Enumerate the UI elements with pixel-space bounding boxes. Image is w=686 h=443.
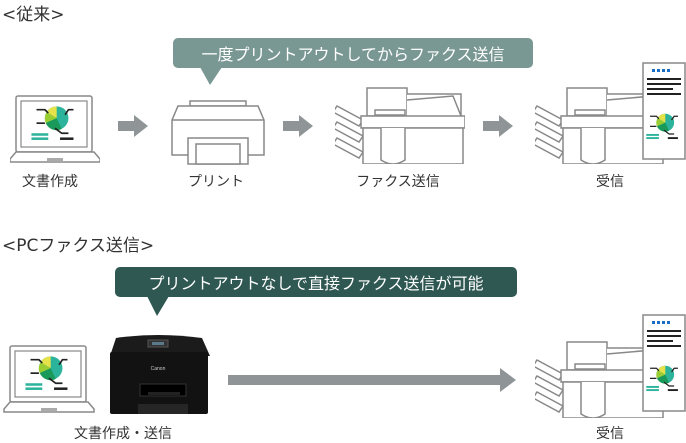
arrow-right-icon bbox=[483, 115, 513, 137]
laptop-icon bbox=[10, 95, 100, 163]
long-arrow-right-icon bbox=[228, 368, 516, 392]
step-label: ファクス送信 bbox=[356, 174, 440, 190]
received-document-icon bbox=[642, 62, 686, 160]
section-title-pc-fax: <PCファクス送信> bbox=[2, 236, 155, 256]
step-label: プリント bbox=[188, 174, 244, 190]
callout-tail bbox=[147, 296, 169, 316]
received-document-icon bbox=[642, 314, 686, 412]
step-label: 受信 bbox=[596, 426, 624, 442]
step-label: 文書作成 bbox=[22, 174, 78, 190]
callout-tail bbox=[200, 67, 222, 85]
step-label: 文書作成・送信 bbox=[74, 426, 172, 442]
section-title-traditional: <従来> bbox=[2, 5, 65, 25]
arrow-right-icon bbox=[283, 115, 313, 137]
inkjet-printer-icon: Canon bbox=[110, 335, 210, 414]
printer-brand-logo: Canon bbox=[151, 366, 166, 372]
printer-icon bbox=[171, 100, 265, 165]
arrow-right-icon bbox=[118, 115, 148, 137]
callout-bubble-pc-fax: プリントアウトなしで直接ファクス送信が可能 bbox=[115, 267, 517, 297]
callout-bubble-traditional: 一度プリントアウトしてからファクス送信 bbox=[173, 38, 533, 68]
step-label: 受信 bbox=[596, 174, 624, 190]
laptop-icon bbox=[3, 345, 95, 413]
fax-machine-icon bbox=[335, 87, 465, 164]
